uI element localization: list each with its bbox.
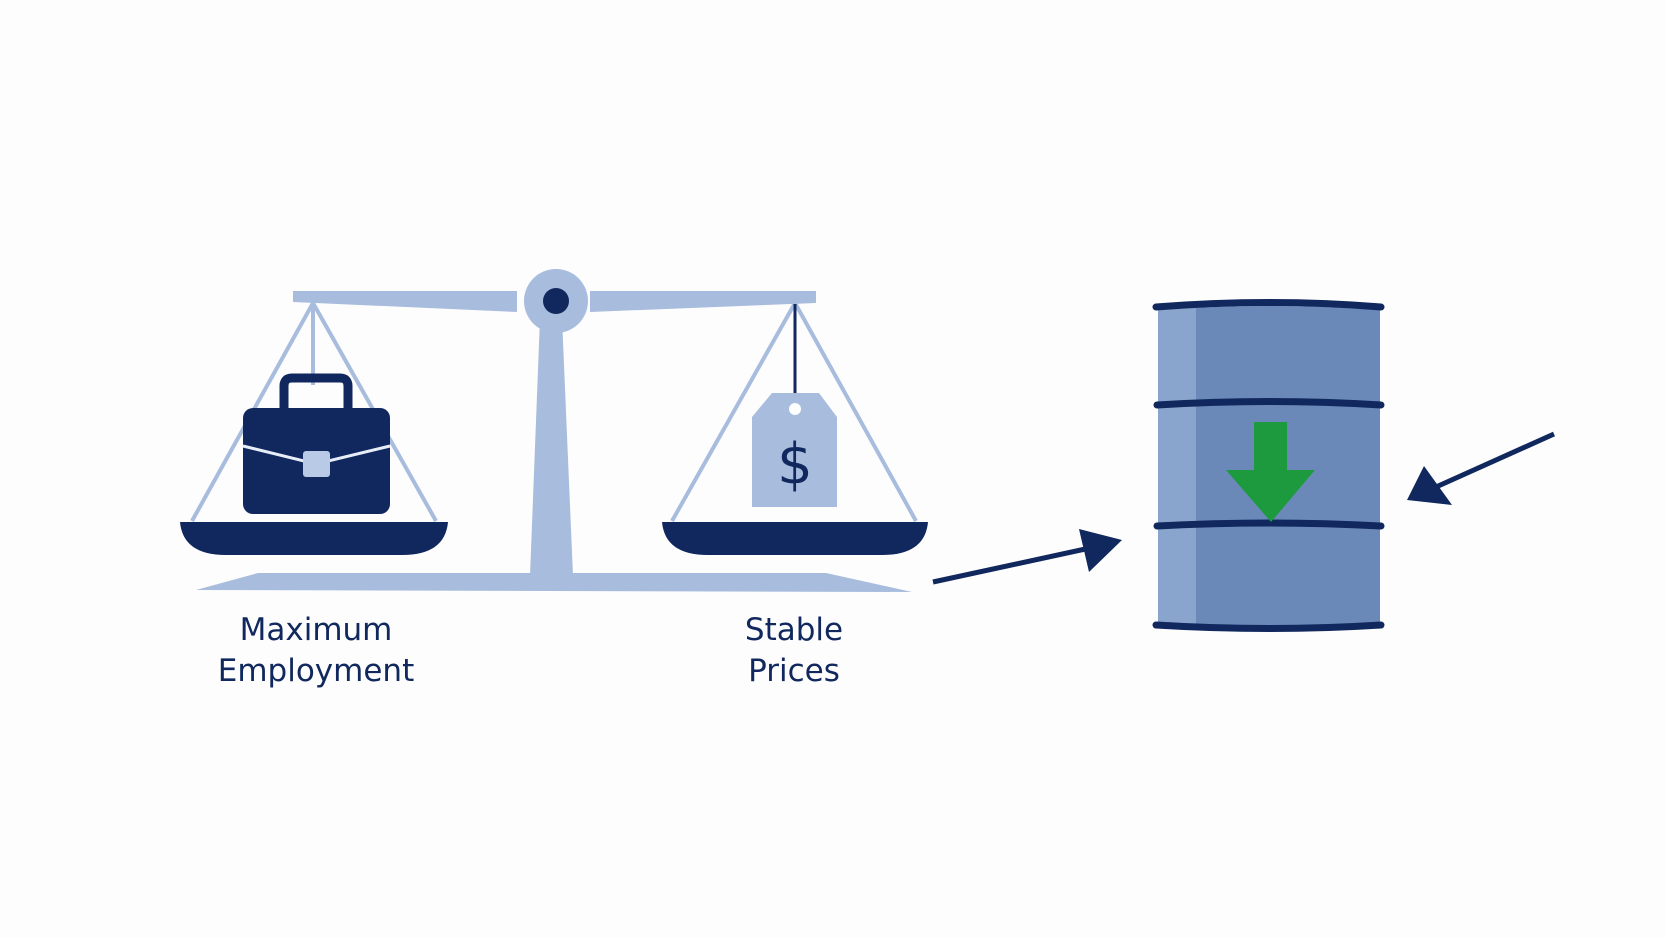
scale-beam-right xyxy=(590,291,816,312)
stable-prices-line-2: Prices xyxy=(748,653,840,689)
price-tag-symbol: $ xyxy=(777,432,813,497)
maximum-employment-line-2: Employment xyxy=(217,653,415,689)
scale-pillar xyxy=(530,318,573,576)
arrow-to-barrel-icon xyxy=(932,529,1122,585)
barrel-band-lower xyxy=(1153,519,1385,530)
left-scale-pan xyxy=(180,522,448,555)
barrel-band-upper xyxy=(1153,398,1385,409)
arrow-from-right-icon xyxy=(1407,431,1556,505)
balance-scale-icon xyxy=(180,269,928,592)
scale-pivot-center xyxy=(543,288,569,314)
price-tag-icon: $ xyxy=(752,393,837,507)
oil-barrel-icon xyxy=(1152,299,1385,632)
maximum-employment-label: Maximum Employment xyxy=(156,610,476,692)
stable-prices-label: Stable Prices xyxy=(634,610,954,692)
stable-prices-line-1: Stable xyxy=(744,612,844,648)
down-arrow-icon xyxy=(1226,422,1315,522)
scale-base xyxy=(196,573,912,592)
briefcase-icon xyxy=(242,373,391,514)
right-scale-pan xyxy=(662,522,928,555)
barrel-top-rim xyxy=(1152,299,1385,311)
right-pan-strings xyxy=(670,302,918,522)
barrel-bottom-rim xyxy=(1152,621,1385,632)
scale-beam xyxy=(293,291,517,312)
maximum-employment-line-1: Maximum xyxy=(239,612,393,648)
